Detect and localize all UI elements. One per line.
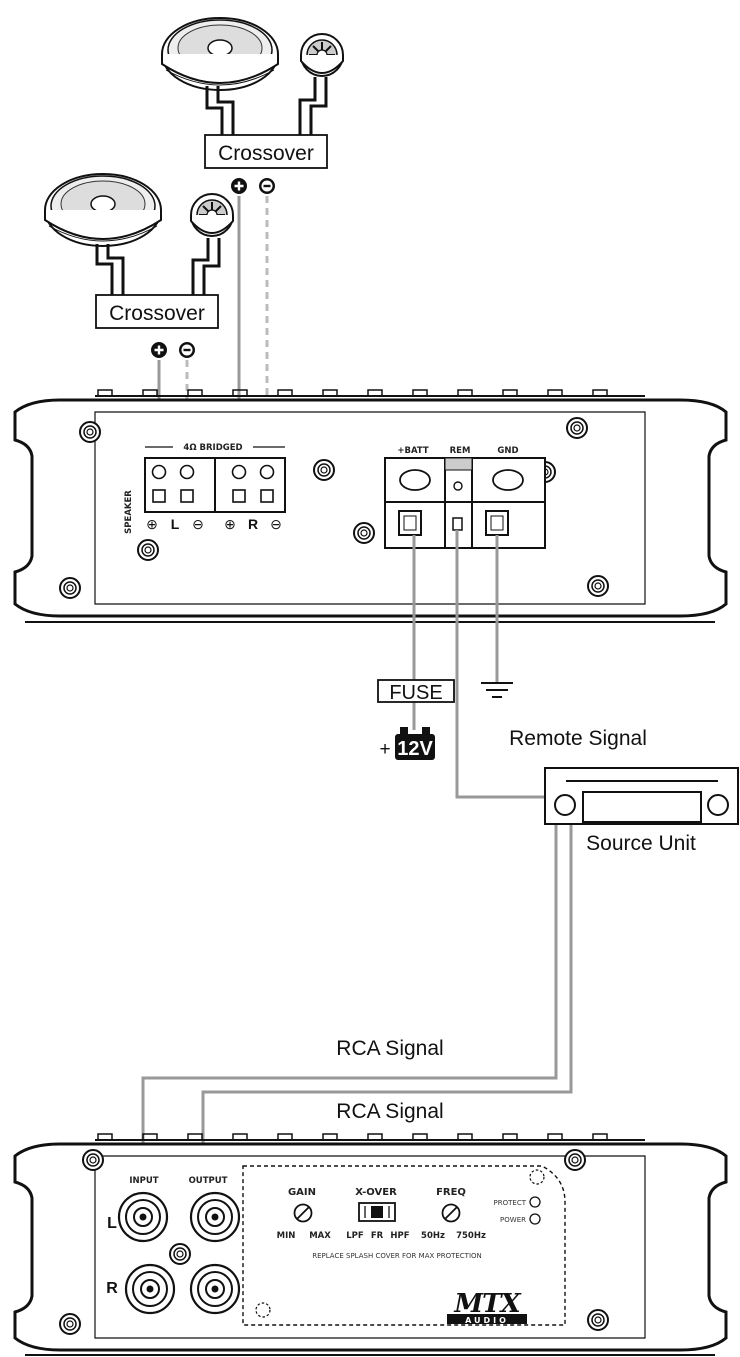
rem-label: REM bbox=[450, 446, 471, 456]
rca-signal-label-1: RCA Signal bbox=[336, 1037, 443, 1060]
output-label: OUTPUT bbox=[189, 1176, 228, 1186]
row-right-label: R bbox=[106, 1280, 118, 1297]
control-panel: GAIN MIN MAX X-OVER LPF FR HPF FREQ 50Hz… bbox=[242, 1165, 566, 1326]
freq-low-label: 50Hz bbox=[421, 1231, 445, 1241]
power-led bbox=[529, 1213, 541, 1225]
lower-positive-icon bbox=[151, 342, 167, 358]
battery-icon: + 12V bbox=[379, 727, 435, 760]
source-unit-label: Source Unit bbox=[586, 832, 696, 855]
right-channel-label: R bbox=[248, 516, 258, 532]
power-wiring bbox=[141, 530, 573, 1178]
rca-input-left bbox=[117, 1191, 169, 1243]
speaker-terminal-block: 4Ω BRIDGED SPEAKER ⊕ L ⊖ ⊕ R ⊖ bbox=[124, 440, 286, 534]
upper-negative-icon bbox=[259, 178, 275, 194]
ground-icon bbox=[481, 682, 513, 698]
battery-label: 12V bbox=[397, 738, 433, 760]
lower-tweeter bbox=[190, 193, 234, 237]
rca-output-right bbox=[189, 1263, 241, 1315]
amplifier-power-side bbox=[13, 389, 728, 623]
upper-crossover: Crossover bbox=[204, 134, 328, 169]
gain-label: GAIN bbox=[288, 1187, 316, 1198]
upper-speaker-wires bbox=[205, 77, 328, 135]
brand-sub: AUDIO bbox=[465, 1316, 509, 1325]
splash-note: REPLACE SPLASH COVER FOR MAX PROTECTION bbox=[312, 1252, 482, 1260]
rca-output-left bbox=[189, 1191, 241, 1243]
upper-positive-icon bbox=[231, 178, 247, 194]
amplifier-input-side bbox=[13, 1133, 728, 1356]
bridged-label: 4Ω BRIDGED bbox=[183, 443, 242, 453]
xover-label: X-OVER bbox=[355, 1187, 397, 1198]
battery-plus: + bbox=[379, 739, 390, 760]
gnd-label: GND bbox=[497, 446, 518, 456]
lower-crossover: Crossover bbox=[95, 294, 219, 329]
left-plus-symbol: ⊕ bbox=[146, 516, 158, 532]
protect-label: PROTECT bbox=[494, 1199, 527, 1207]
rca-signal-label-2: RCA Signal bbox=[336, 1100, 443, 1123]
fuse-label: FUSE bbox=[389, 682, 442, 704]
lower-woofer bbox=[44, 173, 162, 247]
right-minus-symbol: ⊖ bbox=[270, 516, 282, 532]
xover-switch bbox=[358, 1202, 396, 1222]
input-label: INPUT bbox=[129, 1176, 158, 1186]
rca-jacks: INPUT OUTPUT L R bbox=[106, 1176, 241, 1315]
rca-input-right bbox=[124, 1263, 176, 1315]
remote-signal-label: Remote Signal bbox=[509, 727, 647, 750]
right-plus-symbol: ⊕ bbox=[224, 516, 236, 532]
freq-high-label: 750Hz bbox=[456, 1231, 486, 1241]
xover-option-lpf: LPF bbox=[346, 1231, 364, 1241]
power-label: POWER bbox=[500, 1216, 526, 1224]
xover-option-hpf: HPF bbox=[390, 1231, 409, 1241]
left-channel-label: L bbox=[171, 516, 180, 532]
gain-knob bbox=[293, 1203, 313, 1223]
power-terminal-block: +BATT REM GND bbox=[384, 446, 546, 549]
freq-knob bbox=[441, 1203, 461, 1223]
gain-min-label: MIN bbox=[277, 1231, 296, 1241]
source-unit bbox=[544, 767, 739, 825]
gain-max-label: MAX bbox=[309, 1231, 331, 1241]
lower-crossover-label: Crossover bbox=[109, 302, 205, 325]
lower-negative-icon bbox=[179, 342, 195, 358]
fuse: FUSE bbox=[377, 679, 455, 704]
batt-label: +BATT bbox=[397, 446, 429, 456]
freq-label: FREQ bbox=[436, 1187, 466, 1198]
upper-tweeter bbox=[300, 33, 344, 77]
left-minus-symbol: ⊖ bbox=[192, 516, 204, 532]
row-left-label: L bbox=[107, 1215, 117, 1232]
speaker-side-label: SPEAKER bbox=[124, 490, 134, 534]
protect-led bbox=[529, 1196, 541, 1208]
xover-option-fr: FR bbox=[371, 1231, 384, 1241]
lower-speaker-wires bbox=[95, 238, 221, 295]
mtx-logo: MTX AUDIO bbox=[447, 1289, 527, 1325]
upper-crossover-label: Crossover bbox=[218, 142, 314, 165]
upper-woofer bbox=[161, 17, 279, 91]
